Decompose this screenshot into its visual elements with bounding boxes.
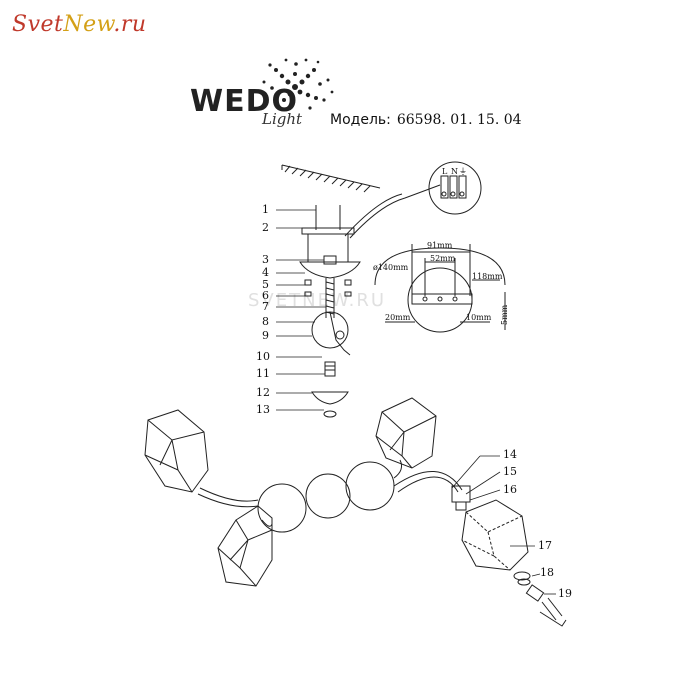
arm-right-upper bbox=[393, 459, 402, 479]
callout-16: 16 bbox=[503, 483, 517, 496]
callout-19: 19 bbox=[558, 587, 572, 600]
callout-15: 15 bbox=[503, 465, 517, 478]
ring-left bbox=[257, 483, 307, 533]
dim-10: 10mm bbox=[466, 313, 492, 322]
callout-6: 6 bbox=[262, 289, 269, 302]
shade-top-left bbox=[144, 409, 209, 493]
dim-91: 91mm bbox=[427, 241, 453, 250]
wiring-label-n: N bbox=[451, 167, 458, 176]
callout-5: 5 bbox=[262, 278, 269, 291]
arm-left-upper bbox=[199, 487, 259, 502]
canopy bbox=[299, 261, 361, 279]
model-number: 66598. 01. 15. 04 bbox=[396, 112, 522, 128]
dim-5: 5mm bbox=[500, 304, 509, 325]
watermark: SVETNEW.RU bbox=[248, 290, 387, 311]
arm-right-lower bbox=[393, 471, 463, 491]
callout-1: 1 bbox=[262, 203, 269, 216]
callout-12: 12 bbox=[256, 386, 270, 399]
bracket-dimension-detail bbox=[374, 244, 506, 333]
model-line: Модель: 66598. 01. 15. 04 bbox=[330, 112, 522, 128]
brand-swirl-graphic bbox=[262, 58, 334, 110]
callout-8: 8 bbox=[262, 315, 269, 328]
site-logo-part1: Svet bbox=[12, 12, 64, 37]
callout-14: 14 bbox=[503, 448, 517, 461]
callout-2: 2 bbox=[262, 221, 269, 234]
site-logo-part3: .ru bbox=[113, 12, 147, 37]
brand-sub: Light bbox=[262, 110, 303, 128]
dim-20: 20mm bbox=[385, 313, 411, 322]
decor-cap bbox=[311, 391, 349, 405]
bulb bbox=[525, 584, 567, 627]
callout-4: 4 bbox=[262, 266, 269, 279]
callout-18: 18 bbox=[540, 566, 554, 579]
callout-7: 7 bbox=[262, 300, 269, 313]
mounting-bracket bbox=[301, 227, 355, 235]
shade-lower-left bbox=[217, 505, 273, 587]
callout-10: 10 bbox=[256, 350, 270, 363]
center-ball-bracket bbox=[311, 311, 349, 349]
shade-right bbox=[461, 499, 529, 571]
ring-right bbox=[345, 461, 395, 511]
ceiling-hatch bbox=[281, 164, 381, 193]
site-logo-part2: New bbox=[63, 12, 114, 37]
dim-140: ø140mm bbox=[373, 263, 409, 272]
shade-top-right bbox=[375, 397, 437, 469]
wiring-label-earth: ⏚ bbox=[459, 167, 467, 176]
callout-3: 3 bbox=[262, 253, 269, 266]
dim-52: 52mm bbox=[430, 254, 456, 263]
ring-center bbox=[305, 473, 351, 519]
model-label: Модель: bbox=[330, 112, 391, 128]
callout-9: 9 bbox=[262, 329, 269, 342]
wiring-detail-circle bbox=[428, 161, 482, 215]
wiring-label-l: L bbox=[442, 167, 448, 176]
wire-arc bbox=[349, 184, 441, 239]
threaded-rod bbox=[325, 278, 335, 318]
callout-11: 11 bbox=[256, 367, 270, 380]
callout-leaders-right bbox=[451, 455, 556, 595]
dim-118: 118mm bbox=[472, 272, 503, 281]
brand-name: WEDO bbox=[190, 84, 298, 119]
callout-13: 13 bbox=[256, 403, 270, 416]
callout-17: 17 bbox=[538, 539, 552, 552]
shade-ring bbox=[513, 571, 531, 581]
callout-leaders-left bbox=[276, 209, 326, 411]
site-logo: SvetNew.ru bbox=[12, 12, 147, 37]
lamp-body-drawing bbox=[144, 397, 567, 627]
